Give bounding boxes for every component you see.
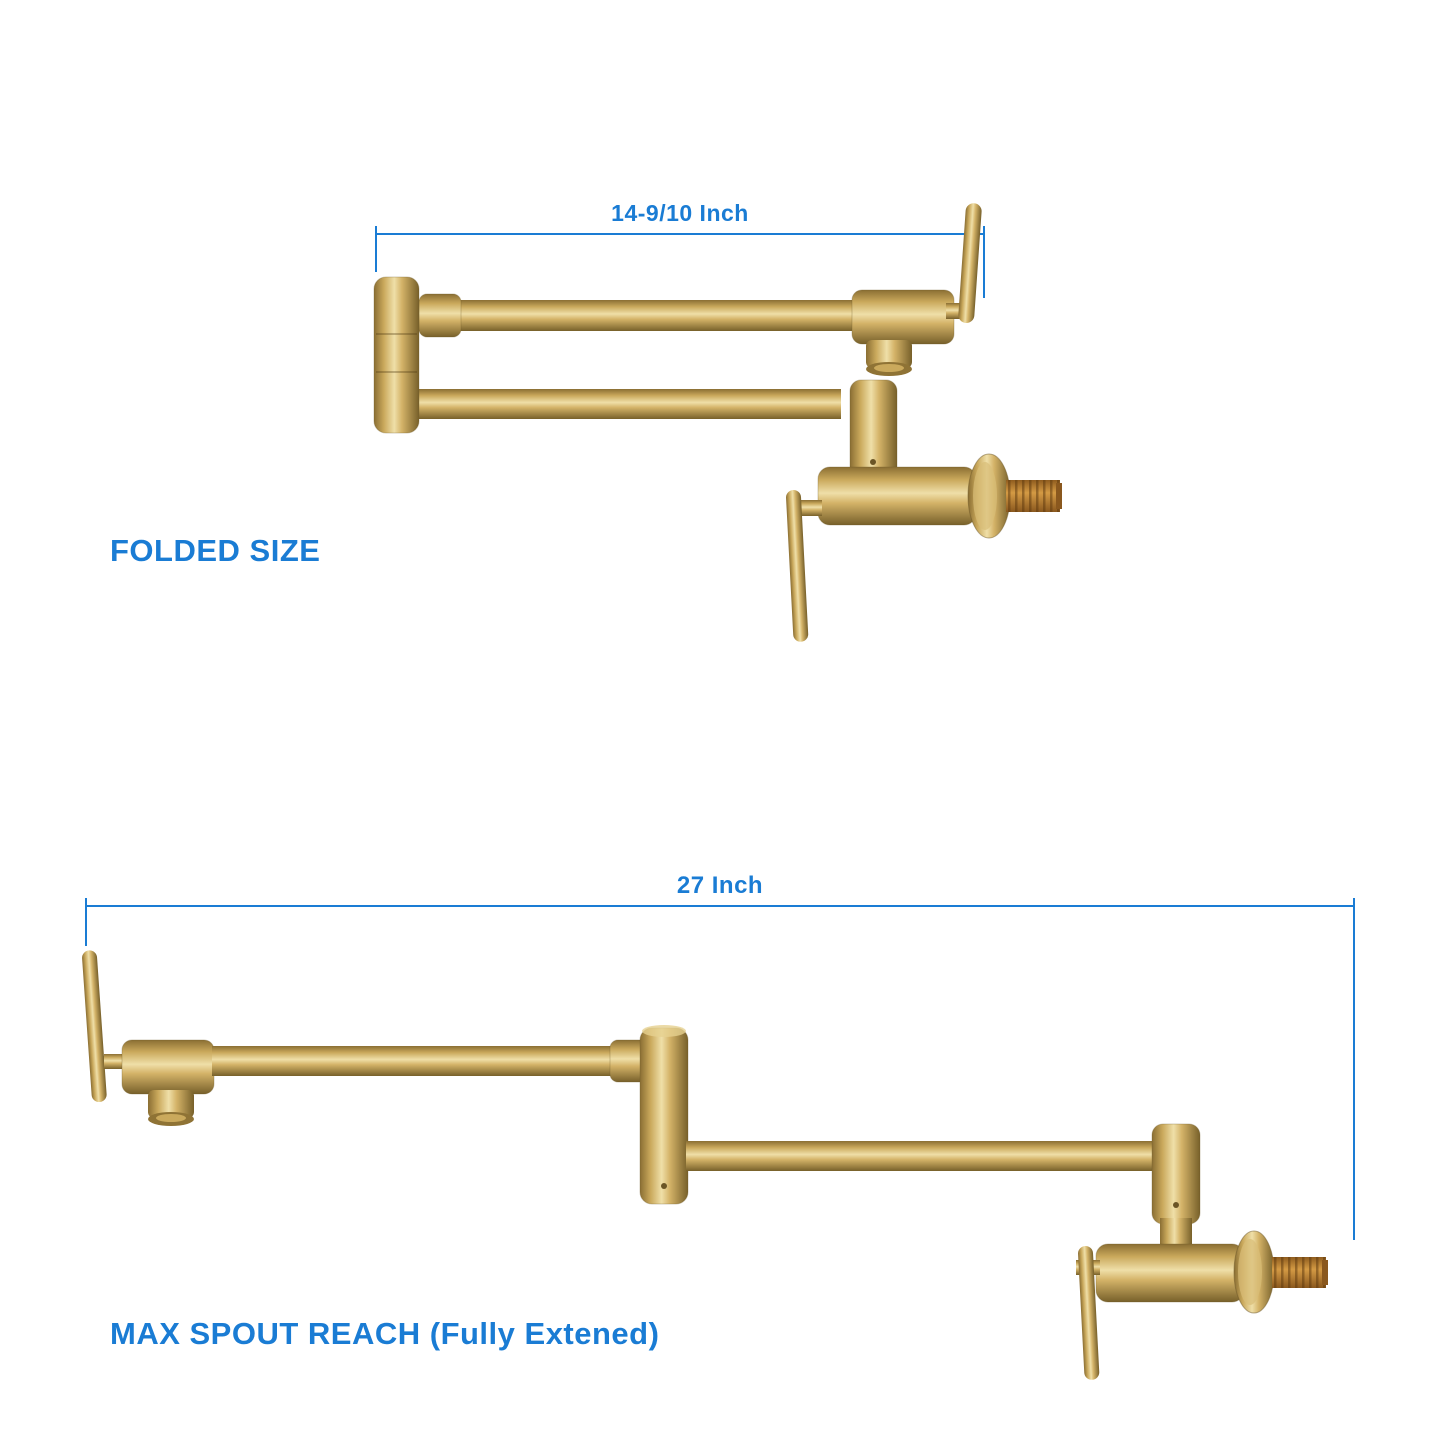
extended-right-joint <box>1151 1123 1201 1256</box>
extended-spout-valve <box>121 1039 215 1126</box>
extended-faucet <box>82 950 1328 1380</box>
folded-caption: FOLDED SIZE <box>110 533 321 568</box>
extended-mid-joint <box>639 1025 689 1205</box>
folded-upper-arm <box>417 293 859 338</box>
folded-spout-handle <box>946 203 982 324</box>
extended-spout-handle <box>82 950 126 1103</box>
folded-view <box>373 203 1062 642</box>
extended-upper-arm <box>212 1039 655 1083</box>
folded-lower-arm <box>417 389 841 419</box>
folded-spout-valve <box>851 289 955 376</box>
extended-view <box>82 898 1355 1380</box>
folded-dimension-label: 14-9/10 Inch <box>611 200 749 226</box>
folded-elbow-joint <box>373 276 420 434</box>
folded-dimension-line <box>375 226 985 298</box>
folded-supply-handle <box>786 489 822 642</box>
extended-dimension-line <box>85 898 1355 1240</box>
extended-dimension-label: 27 Inch <box>676 872 764 899</box>
folded-faucet <box>373 203 1062 642</box>
extended-wall-mount <box>1095 1230 1328 1314</box>
extended-supply-handle <box>1076 1245 1100 1380</box>
extended-caption: MAX SPOUT REACH (Fully Extened) <box>110 1316 660 1351</box>
extended-lower-arm <box>686 1141 1158 1171</box>
folded-wall-mount <box>817 453 1062 539</box>
